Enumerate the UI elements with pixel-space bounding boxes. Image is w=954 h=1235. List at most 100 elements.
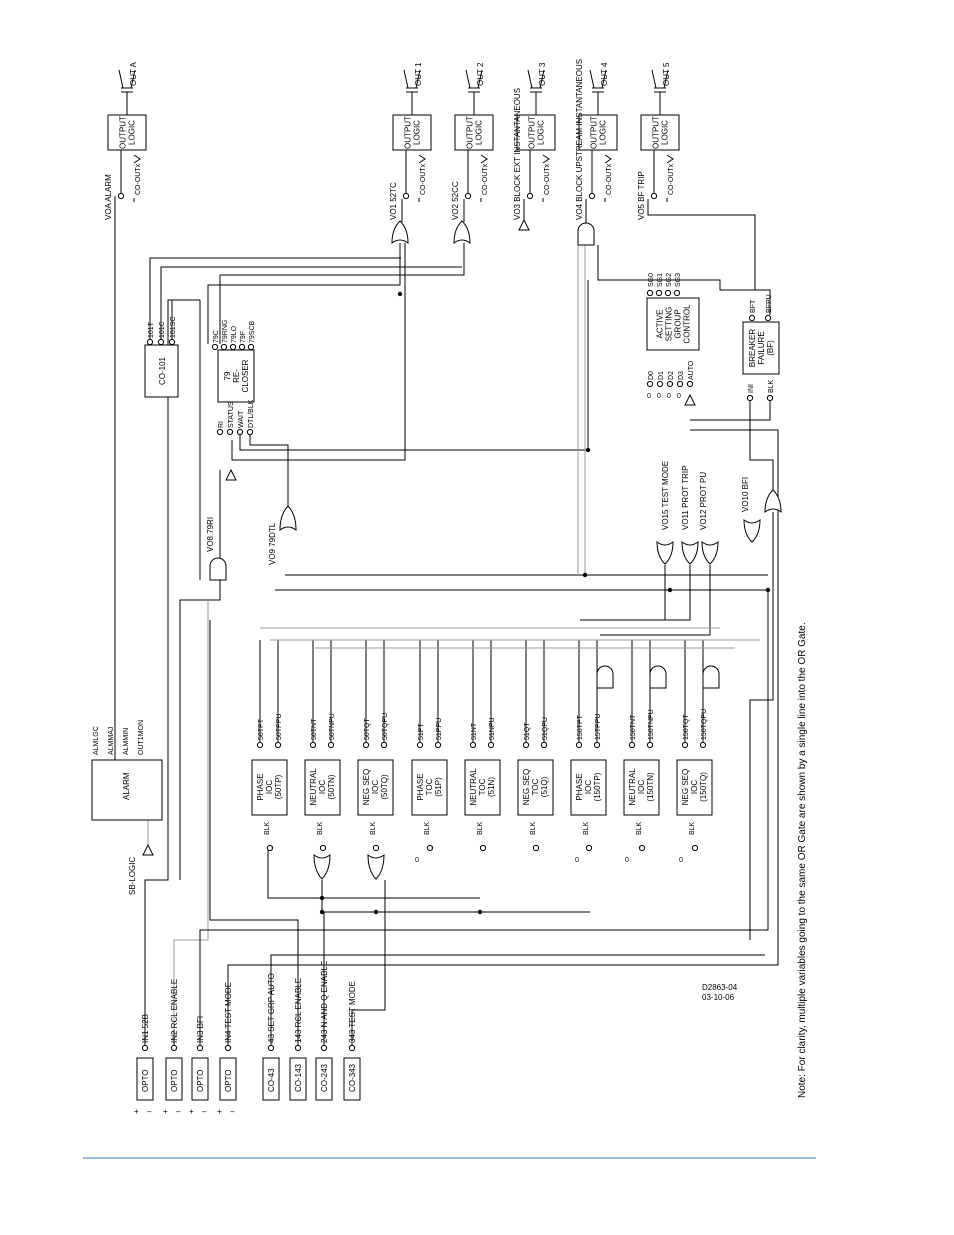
alarm-out-label: OUT1MON xyxy=(138,720,145,755)
output-input-node xyxy=(464,192,472,200)
input-label: IN2 RCL ENABLE xyxy=(170,979,179,1043)
input-box xyxy=(343,1057,361,1101)
element-out-node xyxy=(540,741,548,749)
in2-wire xyxy=(173,600,209,1030)
co43-wire xyxy=(270,954,765,1030)
contact-lead xyxy=(477,69,483,89)
asg-in-node xyxy=(676,380,684,388)
wire-460 xyxy=(231,243,406,461)
input-box-label: OPTO xyxy=(141,1069,150,1092)
wire-450 xyxy=(239,280,589,451)
co101-pin-label: 101SC xyxy=(170,317,177,338)
junction-dot xyxy=(397,291,403,297)
element-blk-label: BLK xyxy=(264,821,271,835)
plus-terminal: + xyxy=(134,1107,139,1116)
contact-lead xyxy=(130,69,136,89)
vo-label: VO12 PROT PU xyxy=(699,472,708,530)
alarm-out-label: ALMLGC xyxy=(93,726,100,755)
or-gate-n-enable xyxy=(313,854,331,880)
protection-element-label: NEUTRAL xyxy=(469,768,478,806)
contact-lead xyxy=(589,69,595,89)
asg-in-node xyxy=(646,380,654,388)
co-outx-pointer xyxy=(418,154,426,164)
in1-wire xyxy=(144,299,200,1030)
co101-pin-node xyxy=(157,338,165,346)
recloser-out-label: 79F xyxy=(240,331,247,343)
or-gate-q-enable xyxy=(367,854,385,880)
junction-dot xyxy=(477,909,483,915)
element-out-label: 51NPU xyxy=(489,717,496,740)
asg-label: CONTROL xyxy=(683,304,692,344)
protection-element-label: (150TP) xyxy=(593,772,602,801)
wires xyxy=(114,69,779,1045)
bf-label: (BF) xyxy=(766,340,775,356)
alarm-out-label: ALMMIN xyxy=(123,728,130,755)
co-outx-label: CO-OUTx xyxy=(482,163,489,195)
input-node xyxy=(224,1044,232,1052)
asg-in-node xyxy=(666,380,674,388)
co-outx-label: CO-OUTx xyxy=(420,163,427,195)
asg-label: ACTIVE xyxy=(656,310,665,339)
asg-out-label: SG3 xyxy=(675,273,682,287)
protection-element-label: IOC xyxy=(637,780,646,794)
recloser-in-node xyxy=(236,428,244,436)
input-node xyxy=(320,1044,328,1052)
asg-in-label: D1 xyxy=(658,371,665,380)
vo-label: VOA ALARM xyxy=(104,174,113,220)
alarm-out-label: ALMMAJ xyxy=(108,727,115,755)
output-logic-label: OUTPUT xyxy=(119,116,128,149)
protection-element-label: IOC xyxy=(265,780,274,794)
asg-in-label: AUTO xyxy=(688,360,695,380)
recloser-out-node xyxy=(247,343,255,351)
or-gate-mid xyxy=(656,541,674,565)
element-out-label: 51QT xyxy=(524,722,531,740)
buffer-vo3 xyxy=(518,218,530,231)
bf-label: BREAKER xyxy=(748,329,757,367)
output-logic-label: LOGIC xyxy=(475,120,484,145)
protection-element-label: (150TN) xyxy=(646,772,655,802)
element-out-label: 150TQPU xyxy=(701,709,708,740)
recloser-out-node xyxy=(211,343,219,351)
protection-element-box xyxy=(464,759,501,816)
junction-dot xyxy=(667,587,673,593)
contact-lead xyxy=(415,69,421,89)
element-blk-label: BLK xyxy=(424,821,431,835)
element-out-node xyxy=(575,741,583,749)
input-box xyxy=(219,1057,237,1101)
input-box xyxy=(262,1057,280,1101)
vo-label: VO2 52CC xyxy=(451,181,460,220)
element-out-label: 50TNT xyxy=(311,718,318,740)
output-logic-label: LOGIC xyxy=(599,120,608,145)
element-out-node xyxy=(309,741,317,749)
co-outx-pointer xyxy=(666,154,674,164)
or-gate-vo1 xyxy=(391,220,409,244)
protection-element-label: NEG SEQ xyxy=(522,769,531,805)
recloser-label: RE- xyxy=(232,369,241,383)
element-out-label: 150TNT xyxy=(630,714,637,740)
asg-out-node xyxy=(646,289,654,297)
output-logic-label: OUTPUT xyxy=(404,116,413,149)
input-box-label: CO-343 xyxy=(348,1063,357,1092)
zero-constant: 0 xyxy=(575,857,579,864)
or-gate-vo10 xyxy=(764,489,782,513)
output-logic-box xyxy=(392,114,432,151)
plus-terminal: + xyxy=(217,1107,222,1116)
protection-element-box xyxy=(676,759,713,816)
asg-out-label: SG1 xyxy=(657,273,664,287)
wire-blk xyxy=(321,880,590,913)
element-out-node xyxy=(593,741,601,749)
recloser-in-label: RI xyxy=(218,421,225,428)
co101-pin-label: 101T xyxy=(148,321,155,338)
input-box xyxy=(136,1057,154,1101)
element-out-node xyxy=(522,741,530,749)
protection-element-label: IOC xyxy=(690,780,699,794)
protection-element-label: (150TQ) xyxy=(699,772,708,802)
buffer-ri xyxy=(225,468,237,481)
drawing-date: 03-10-06 xyxy=(702,993,735,1002)
and-gate-150tq xyxy=(702,665,720,689)
element-out-label: 50TNPU xyxy=(329,713,336,740)
bf-blk-wire xyxy=(690,401,771,421)
asg-label: SETTING xyxy=(665,307,674,342)
bf-out-node xyxy=(748,314,756,322)
